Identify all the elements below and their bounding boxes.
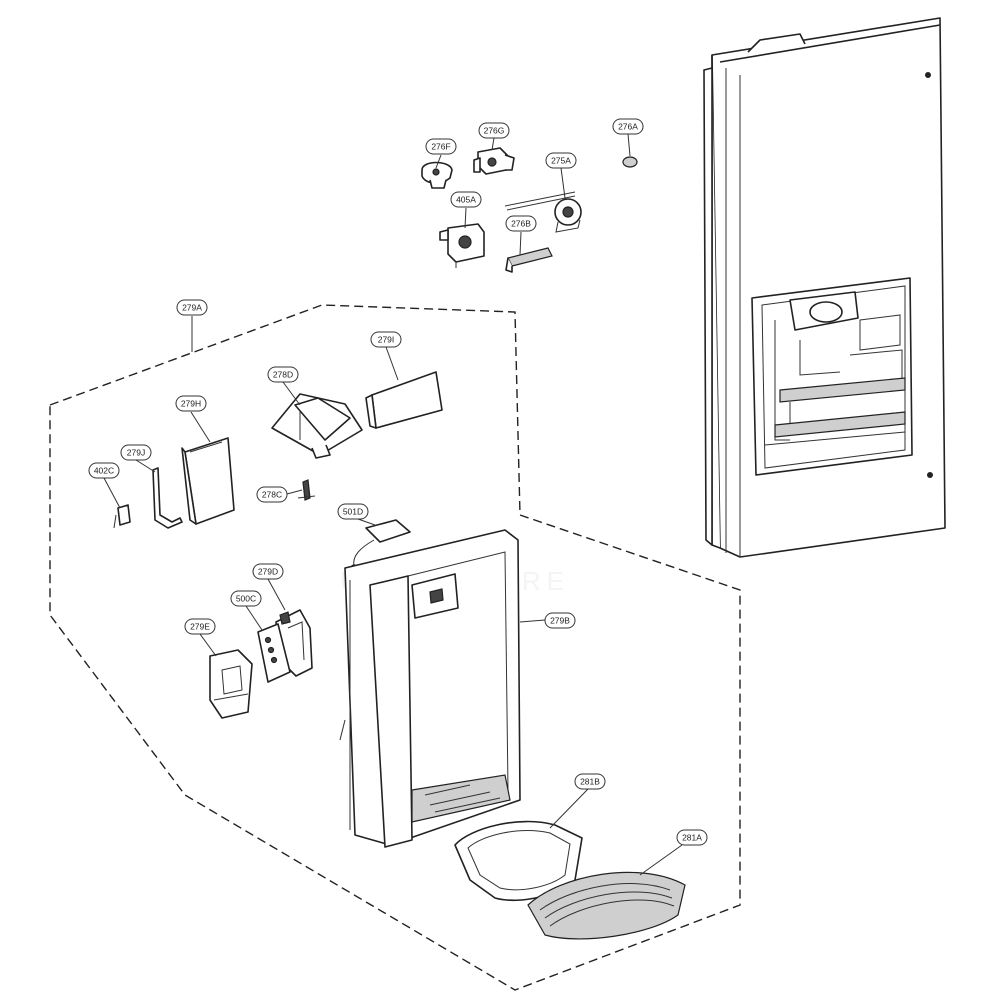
part-279h	[181, 437, 235, 525]
part-500c	[257, 623, 291, 683]
part-279i	[365, 371, 443, 429]
refrigerator-door	[703, 17, 946, 558]
part-405a	[439, 223, 485, 268]
callout-279d-label: 279D	[258, 567, 278, 577]
callout-279a: 279A	[176, 299, 208, 316]
callout-276g: 276G	[478, 122, 510, 139]
leader-lines	[103, 133, 683, 876]
part-276a	[622, 156, 638, 168]
callout-501d-label: 501D	[343, 507, 363, 517]
callout-276b-label: 276B	[511, 219, 531, 229]
callout-275a-label: 275A	[551, 156, 571, 166]
callout-501d: 501D	[337, 503, 369, 520]
part-276b	[505, 247, 553, 273]
part-279b-housing	[339, 529, 521, 848]
callout-279h-label: 279H	[181, 399, 201, 409]
callout-279d: 279D	[252, 563, 284, 580]
part-278d	[271, 393, 363, 459]
callout-279e-label: 279E	[190, 622, 210, 632]
callout-279i-label: 279I	[378, 335, 395, 345]
part-275a	[504, 191, 582, 233]
callout-281b: 281B	[574, 773, 606, 790]
callout-279b-label: 279B	[550, 616, 570, 626]
door-screw-bottom	[927, 472, 933, 478]
callout-279j-label: 279J	[127, 448, 145, 458]
callout-278d-label: 278D	[273, 370, 293, 380]
callout-279a-label: 279A	[182, 303, 202, 313]
callout-279h: 279H	[175, 395, 207, 412]
callout-278d: 278D	[267, 366, 299, 383]
callout-281b-label: 281B	[580, 777, 600, 787]
part-402c	[113, 504, 131, 529]
callout-276f-label: 276F	[431, 142, 450, 152]
callout-500c-label: 500C	[236, 594, 256, 604]
callout-278c-label: 278C	[262, 490, 282, 500]
assembly-boundary-279a	[49, 304, 741, 991]
callout-276a-label: 276A	[618, 122, 638, 132]
callout-279j: 279J	[120, 444, 152, 461]
callout-275a: 275A	[545, 152, 577, 169]
callout-405a-label: 405A	[456, 195, 476, 205]
part-278c	[297, 479, 316, 501]
dispenser-recess	[751, 277, 913, 476]
callout-281a-label: 281A	[682, 833, 702, 843]
callout-402c: 402C	[88, 462, 120, 479]
callout-405a: 405A	[450, 191, 482, 208]
callout-279i: 279I	[370, 331, 402, 348]
callout-279b: 279B	[544, 612, 576, 629]
callout-276a: 276A	[612, 118, 644, 135]
callout-500c: 500C	[230, 590, 262, 607]
callout-278c: 278C	[256, 486, 288, 503]
callout-281a: 281A	[676, 829, 708, 846]
door-screw-top	[925, 72, 931, 78]
part-281b-tray	[454, 820, 583, 902]
part-279j	[152, 467, 183, 529]
part-276g	[473, 147, 515, 175]
callout-402c-label: 402C	[94, 466, 114, 476]
part-281a-grille	[527, 871, 686, 940]
part-276f	[421, 161, 453, 189]
callout-276b: 276B	[505, 215, 537, 232]
part-279e	[209, 649, 253, 719]
callout-276f: 276F	[425, 138, 457, 155]
callout-279e: 279E	[184, 618, 216, 635]
callout-276g-label: 276G	[484, 126, 505, 136]
